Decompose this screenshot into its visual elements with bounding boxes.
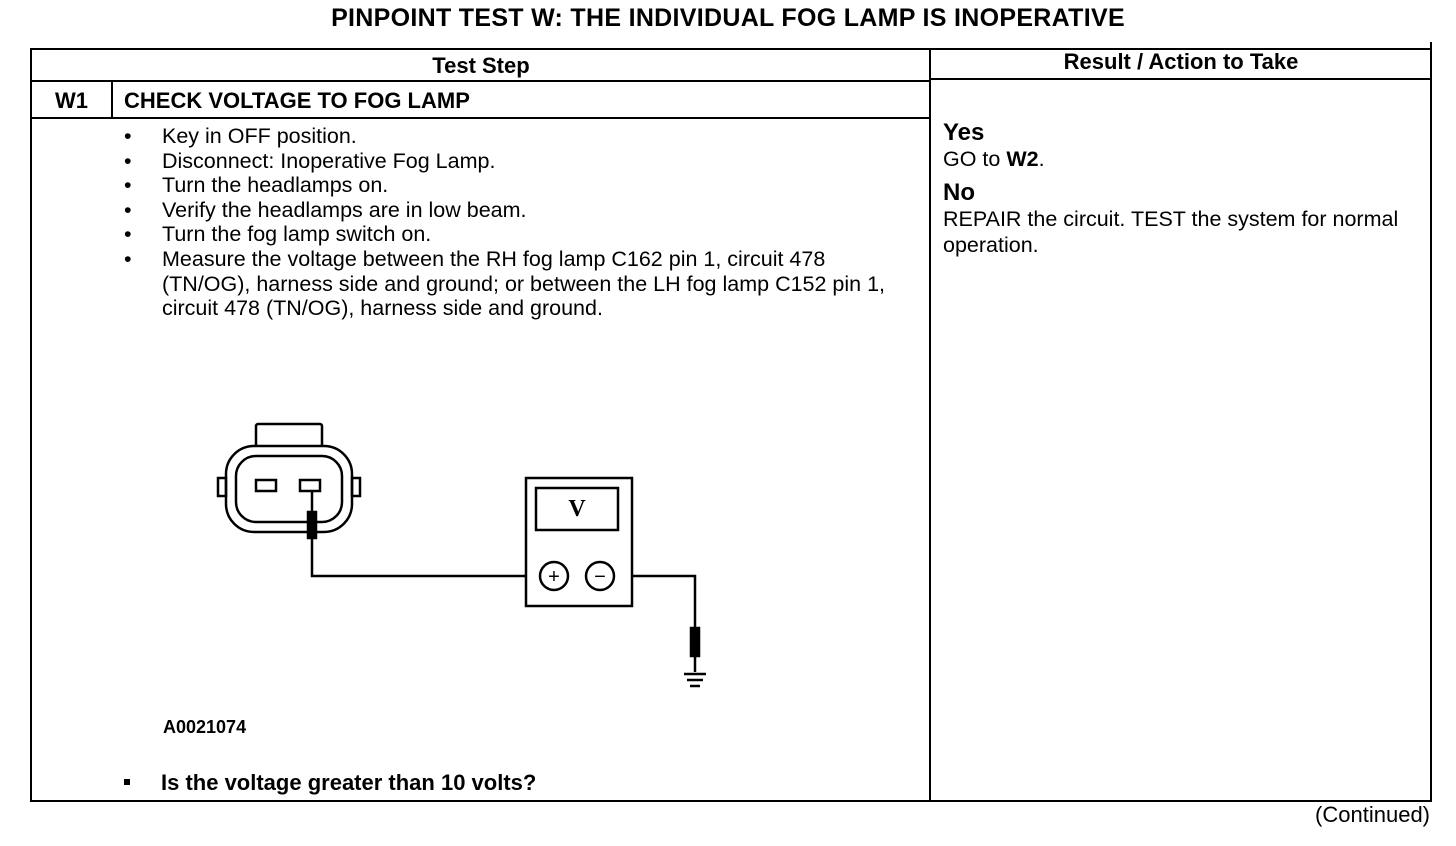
- step-title: CHECK VOLTAGE TO FOG LAMP: [124, 88, 470, 113]
- column-divider: [929, 48, 931, 802]
- ground-icon: [684, 672, 706, 688]
- list-item: Verify the headlamps are in low beam.: [124, 198, 914, 223]
- list-item: Turn the fog lamp switch on.: [124, 222, 914, 247]
- yes-label: Yes: [943, 119, 985, 146]
- table-border-top: [30, 48, 1432, 50]
- step-instructions: Key in OFF position. Disconnect: Inopera…: [124, 124, 914, 321]
- test-question: Is the voltage greater than 10 volts?: [124, 770, 536, 796]
- step-id-divider: [111, 81, 113, 118]
- table-border-right: [1430, 42, 1432, 800]
- header-divider-left: [30, 80, 930, 82]
- minus-terminal-label: −: [594, 566, 606, 588]
- column-header-result: Result / Action to Take: [1063, 49, 1299, 74]
- figure-id: A0021074: [163, 717, 247, 737]
- page-title: PINPOINT TEST W: THE INDIVIDUAL FOG LAMP…: [331, 4, 1125, 32]
- question-text: Is the voltage greater than 10 volts?: [161, 770, 537, 795]
- voltmeter-label: V: [568, 496, 586, 522]
- continued-note: (Continued): [1315, 802, 1430, 827]
- yes-action-target: W2: [1006, 147, 1039, 171]
- yes-action-text: GO to: [943, 147, 1007, 171]
- plus-terminal-label: +: [548, 566, 560, 588]
- step-id: W1: [55, 88, 88, 113]
- list-item: Disconnect: Inoperative Fog Lamp.: [124, 149, 914, 174]
- list-item: Measure the voltage between the RH fog l…: [124, 247, 914, 321]
- square-bullet-icon: [124, 779, 130, 786]
- step-row-divider: [30, 117, 930, 119]
- result-actions: Yes GO to W2. No REPAIR the circuit. TES…: [943, 120, 1423, 258]
- header-divider-right: [930, 78, 1432, 80]
- yes-action: GO to W2.: [943, 146, 1423, 172]
- voltage-measurement-diagram: V + −: [216, 422, 706, 688]
- voltmeter-icon: [524, 476, 634, 608]
- yes-action-suffix: .: [1038, 147, 1045, 171]
- table-border-left: [30, 48, 32, 802]
- no-label: No: [943, 179, 975, 206]
- table-border-bottom: [30, 800, 1432, 802]
- column-header-test-step: Test Step: [432, 53, 530, 78]
- test-lead-wires: [306, 490, 701, 672]
- list-item: Key in OFF position.: [124, 124, 914, 149]
- fog-lamp-connector-icon: [216, 422, 362, 534]
- list-item: Turn the headlamps on.: [124, 173, 914, 198]
- no-action: REPAIR the circuit. TEST the system for …: [943, 207, 1399, 257]
